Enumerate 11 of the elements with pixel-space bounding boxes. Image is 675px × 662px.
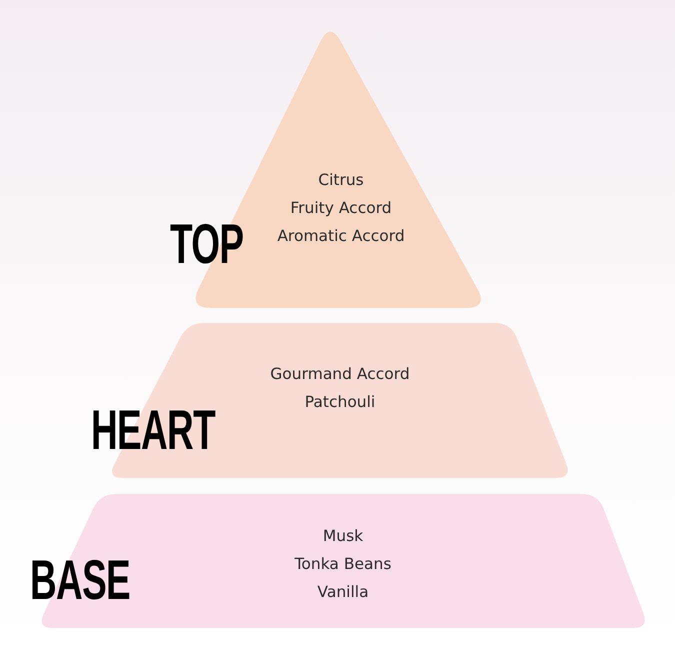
- note-name: Tonka Beans: [294, 554, 392, 574]
- note-name: Gourmand Accord: [270, 364, 410, 384]
- note-name: Musk: [322, 526, 364, 546]
- note-name: Aromatic Accord: [277, 226, 405, 246]
- tier-heading: HEART: [91, 402, 215, 458]
- note-name: Citrus: [318, 170, 364, 190]
- tier-heading: TOP: [170, 216, 244, 272]
- note-name: Patchouli: [304, 392, 376, 412]
- note-name: Vanilla: [317, 582, 369, 602]
- tier-heading: BASE: [30, 552, 130, 608]
- note-name: Fruity Accord: [290, 198, 392, 218]
